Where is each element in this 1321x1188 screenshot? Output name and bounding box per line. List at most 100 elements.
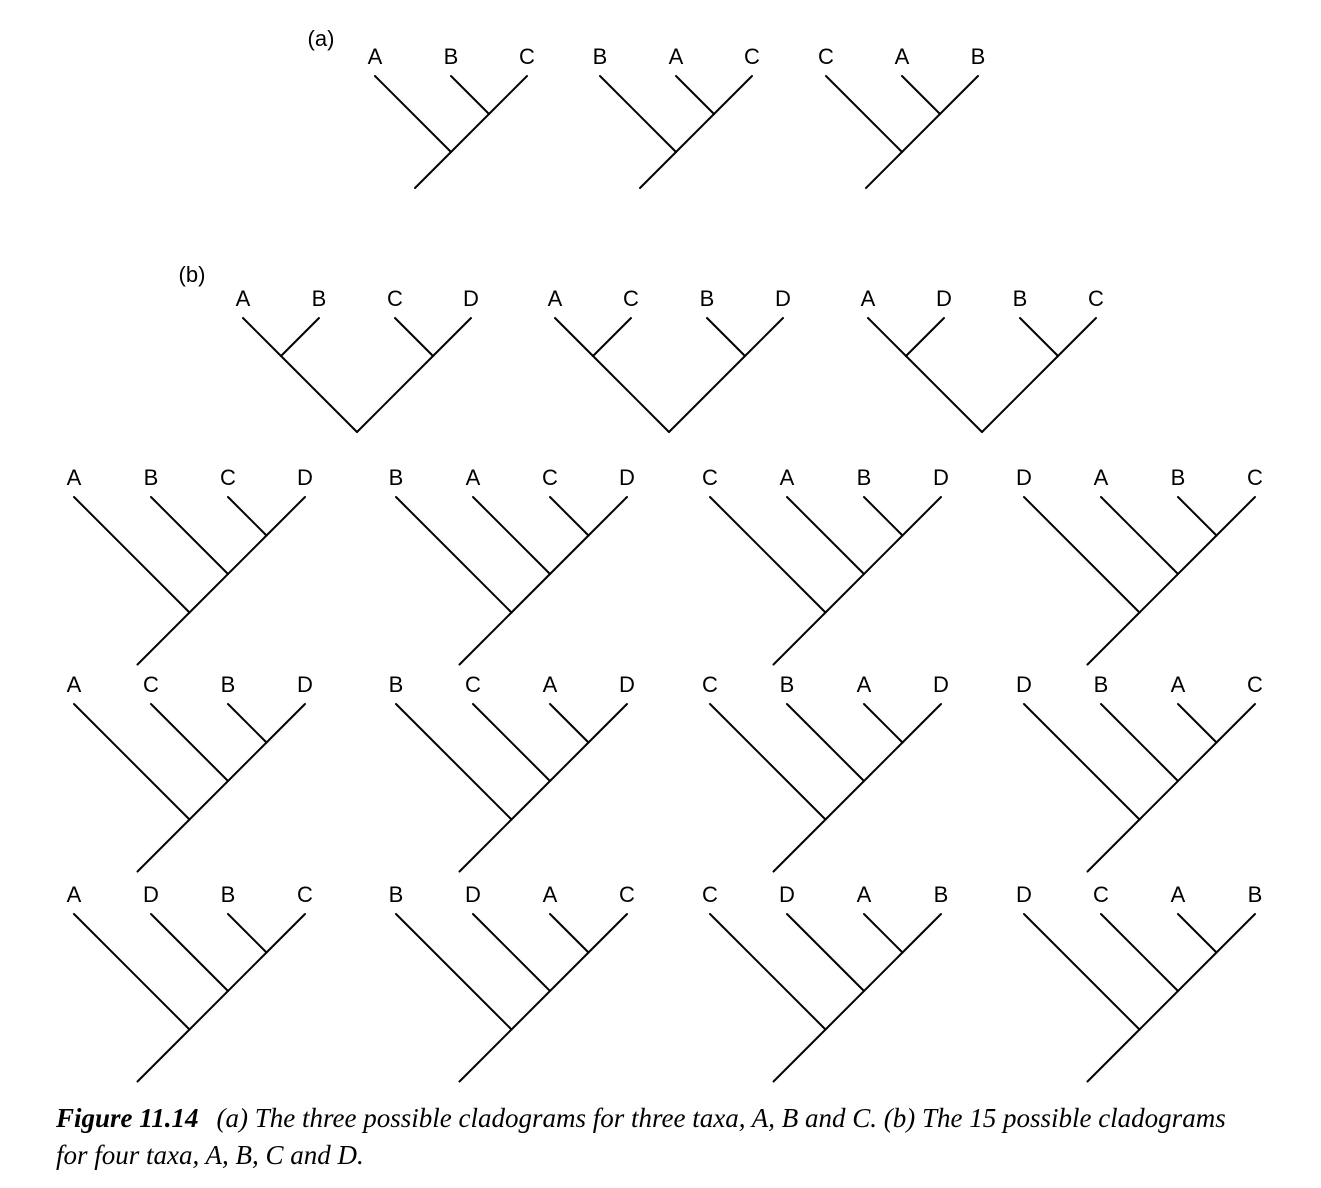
taxon-label: D (933, 465, 949, 490)
branch (1215, 496, 1256, 537)
taxon-label: A (857, 882, 872, 907)
taxon-label: C (519, 44, 535, 69)
root-stem (772, 1028, 827, 1083)
root-stem (136, 818, 191, 873)
branch (510, 741, 590, 821)
branch (73, 496, 191, 614)
branch (395, 703, 513, 821)
taxon-label: D (933, 672, 949, 697)
branch (1177, 913, 1218, 954)
taxon-label: B (1171, 465, 1186, 490)
branch (1138, 534, 1218, 614)
branch (824, 741, 904, 821)
branch (744, 317, 784, 357)
taxon-label: D (143, 882, 159, 907)
taxon-label: B (389, 465, 404, 490)
taxon-label: B (971, 44, 986, 69)
branch (73, 703, 191, 821)
taxon-label: D (936, 286, 952, 311)
branch (939, 75, 979, 115)
branch (599, 75, 677, 153)
branch (713, 75, 753, 115)
branch (488, 75, 528, 115)
taxon-label: A (857, 672, 872, 697)
branch (901, 703, 942, 744)
root-stem (136, 611, 191, 666)
taxon-label: C (297, 882, 313, 907)
branch (1138, 951, 1218, 1031)
taxon-label: A (861, 286, 876, 311)
taxon-label: B (312, 286, 327, 311)
branch (510, 534, 590, 614)
taxon-label: B (780, 672, 795, 697)
branch (981, 355, 1059, 433)
branch (901, 913, 942, 954)
taxon-label: B (934, 882, 949, 907)
root-stem (772, 611, 827, 666)
branch (432, 317, 472, 357)
caption-text: (a) The three possible cladograms for th… (56, 1103, 1226, 1170)
taxon-label: A (67, 465, 82, 490)
branch (188, 951, 268, 1031)
taxon-label: B (593, 44, 608, 69)
branch (450, 113, 490, 153)
branch (1100, 496, 1179, 575)
branch (1138, 741, 1218, 821)
branch (1215, 913, 1256, 954)
part-a-label: (a) (308, 26, 335, 51)
branch (395, 496, 513, 614)
branch (242, 317, 282, 357)
branch (901, 113, 941, 153)
taxon-label: C (1247, 465, 1263, 490)
taxon-label: C (744, 44, 760, 69)
taxon-label: B (857, 465, 872, 490)
taxon-label: D (1016, 882, 1032, 907)
branch (587, 913, 628, 954)
branch (863, 496, 904, 537)
branch (150, 703, 229, 782)
taxon-label: A (543, 882, 558, 907)
root-stem (772, 818, 827, 873)
taxon-label: A (780, 465, 795, 490)
taxon-label: A (548, 286, 563, 311)
branch (786, 703, 865, 782)
branch (675, 113, 715, 153)
branch (374, 75, 452, 153)
taxon-label: A (1171, 672, 1186, 697)
branch (709, 913, 827, 1031)
branch (280, 355, 358, 433)
taxon-label: D (779, 882, 795, 907)
taxon-label: B (389, 882, 404, 907)
taxon-label: A (67, 882, 82, 907)
branch (1100, 913, 1179, 992)
branch (824, 534, 904, 614)
branch (905, 317, 945, 357)
branch (265, 913, 306, 954)
branch (1023, 703, 1141, 821)
taxon-label: D (775, 286, 791, 311)
taxon-label: B (389, 672, 404, 697)
branch (150, 496, 229, 575)
branch (554, 317, 594, 357)
branch (1023, 913, 1141, 1031)
branch (1215, 703, 1256, 744)
branch (394, 317, 434, 357)
branch (450, 75, 490, 115)
part-b-label: (b) (179, 262, 206, 287)
taxon-label: D (297, 672, 313, 697)
taxon-label: C (1247, 672, 1263, 697)
taxon-label: D (463, 286, 479, 311)
